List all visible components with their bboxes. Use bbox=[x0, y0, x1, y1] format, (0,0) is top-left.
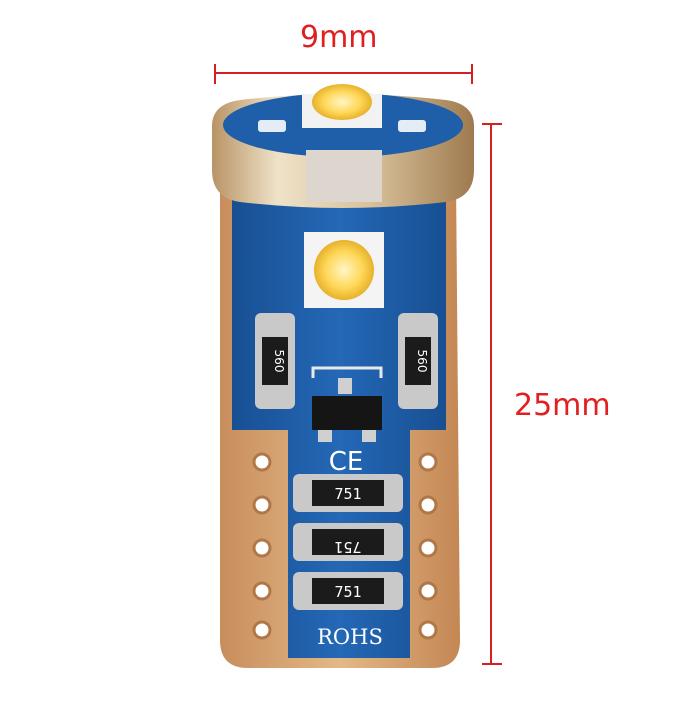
resistor-marking-2: 751 bbox=[334, 538, 361, 556]
base-contacts bbox=[252, 452, 438, 640]
resistor-marking-1: 751 bbox=[334, 485, 361, 503]
rohs-label: ROHS bbox=[317, 625, 383, 649]
resistor-marking-3: 751 bbox=[334, 583, 361, 601]
bottom-resistor-1: 751 bbox=[293, 474, 403, 512]
side-resistor-right: 560 bbox=[398, 313, 438, 409]
resistor-marking-right: 560 bbox=[415, 350, 429, 373]
bottom-resistor-2: 751 bbox=[293, 523, 403, 561]
width-dimension-line bbox=[214, 64, 473, 84]
front-led-icon bbox=[314, 240, 374, 300]
ce-mark: CE bbox=[329, 447, 364, 477]
side-resistor-left: 560 bbox=[255, 313, 295, 409]
top-led-icon bbox=[312, 84, 372, 120]
bottom-resistor-3: 751 bbox=[293, 572, 403, 610]
length-dimension-line bbox=[482, 123, 502, 665]
resistor-marking-left: 560 bbox=[272, 350, 286, 373]
width-label: 9mm bbox=[300, 20, 378, 55]
transistor-chip bbox=[311, 366, 383, 442]
length-label: 25mm bbox=[514, 388, 611, 423]
ring-inner-gap bbox=[306, 150, 382, 202]
